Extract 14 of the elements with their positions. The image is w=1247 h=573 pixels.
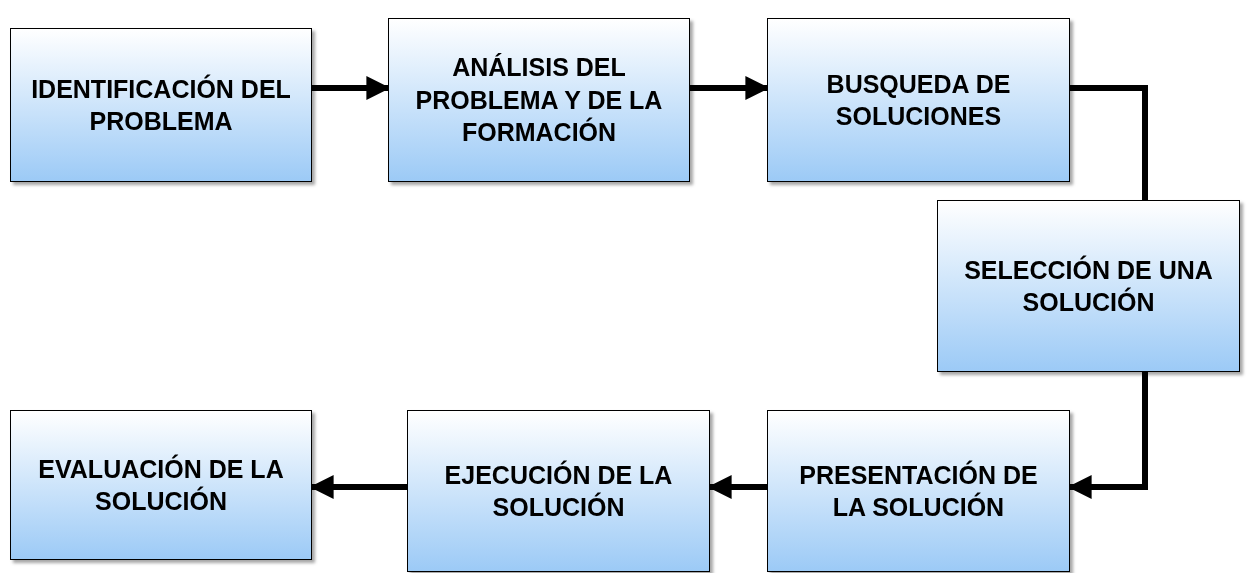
process-box	[10, 28, 312, 182]
step-label: IDENTIFICACIÓN DEL PROBLEMA	[30, 73, 292, 137]
process-box	[937, 200, 1240, 372]
process-box	[767, 18, 1070, 182]
process-box	[388, 18, 690, 182]
step-label: ANÁLISIS DEL PROBLEMA Y DE LA FORMACIÓN	[414, 52, 664, 149]
step-label: SELECCIÓN DE UNA SOLUCIÓN	[963, 254, 1214, 318]
process-box	[407, 410, 710, 572]
process-box	[767, 410, 1070, 572]
step-label: BUSQUEDA DE SOLUCIONES	[825, 68, 1012, 132]
step-label: EVALUACIÓN DE LA SOLUCIÓN	[37, 453, 285, 517]
process-box	[10, 410, 312, 560]
step-label: PRESENTACIÓN DE LA SOLUCIÓN	[798, 459, 1039, 523]
step-label: EJECUCIÓN DE LA SOLUCIÓN	[443, 459, 674, 523]
